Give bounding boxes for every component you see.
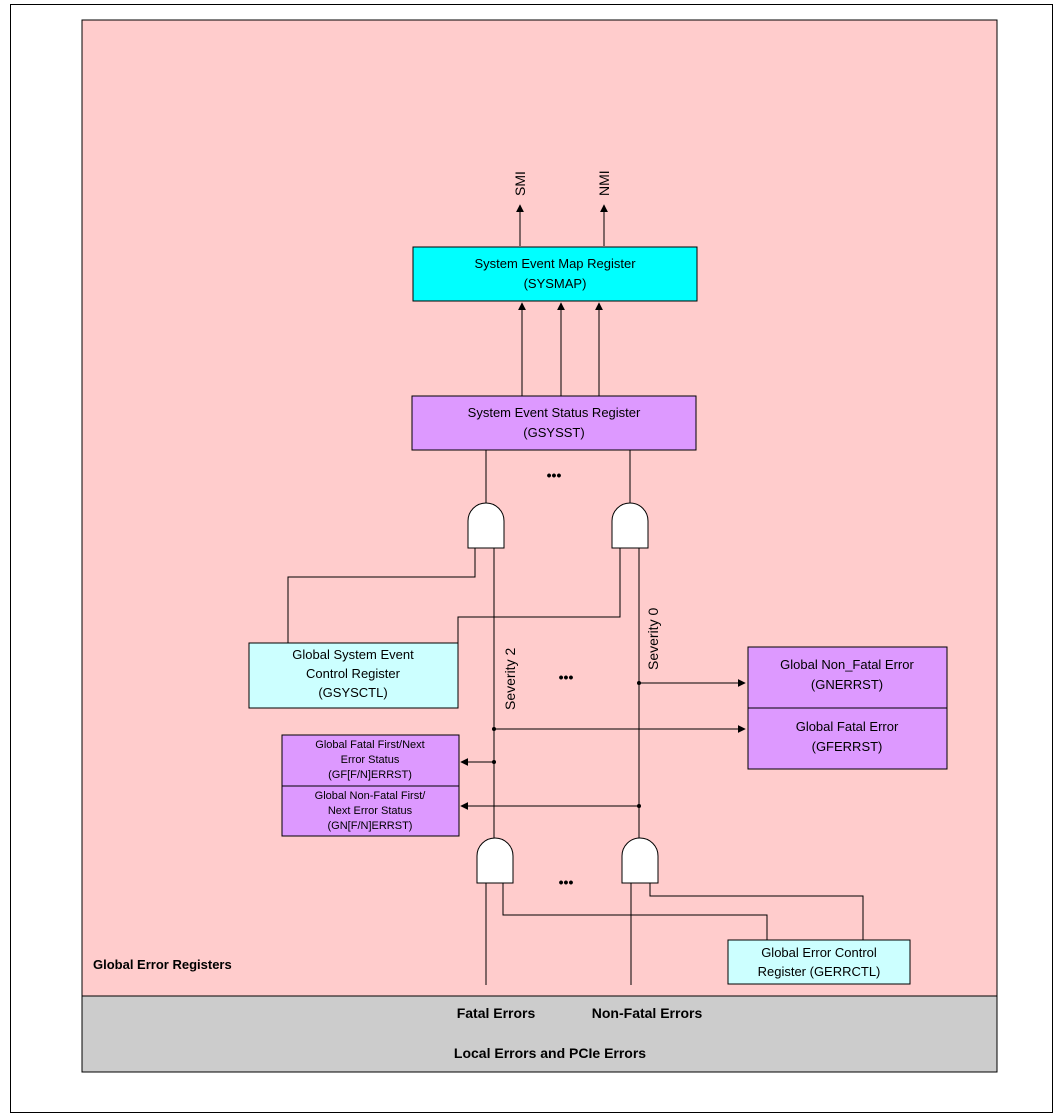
severity-2-label: Severity 2	[502, 648, 518, 710]
gsysctl-line2: Control Register	[306, 666, 401, 681]
nmi-label: NMI	[596, 170, 612, 196]
gferrst-line2: (GFERRST)	[812, 739, 883, 754]
gerrctl-box	[727, 939, 911, 985]
ellipsis-middle: •••	[559, 669, 574, 685]
global-error-registers-region	[81, 19, 998, 997]
gerrctl-line1: Global Error Control	[761, 945, 877, 960]
gn-first-next-line2: Next Error Status	[328, 805, 413, 817]
and-gate-lower-left	[476, 837, 514, 884]
gnerrst-line2: (GNERRST)	[811, 677, 883, 692]
and-gate-lower-right	[621, 837, 659, 884]
gf-first-next-box	[281, 734, 460, 787]
severity-0-label: Severity 0	[645, 608, 661, 670]
gnerrst-line1: Global Non_Fatal Error	[780, 657, 914, 672]
smi-label: SMI	[512, 171, 528, 196]
gerrctl-wire-left	[502, 883, 768, 940]
gferrst-box	[747, 707, 948, 770]
gn-first-next-box	[281, 785, 460, 837]
gsysctl-box	[248, 642, 459, 709]
non-fatal-errors-label: Non-Fatal Errors	[592, 1005, 703, 1021]
junction-dot	[492, 760, 496, 764]
gsysctl-line3: (GSYSCTL)	[318, 685, 387, 700]
ellipsis-bottom: •••	[559, 874, 574, 890]
gsysctl-wire-right	[457, 548, 621, 643]
gf-first-next-line3: (GF[F/N]ERRST)	[328, 769, 412, 781]
local-errors-region	[81, 995, 998, 1073]
junction-dot	[637, 804, 641, 808]
gferrst-line1: Global Fatal Error	[796, 719, 899, 734]
gsysst-line1: System Event Status Register	[468, 405, 641, 420]
fatal-errors-label: Fatal Errors	[457, 1005, 536, 1021]
gerrctl-line2: Register (GERRCTL)	[758, 964, 881, 979]
global-error-registers-label: Global Error Registers	[93, 957, 232, 972]
gsysst-line2: (GSYSST)	[523, 425, 584, 440]
gsysctl-wire-left	[287, 548, 476, 643]
ellipsis-top: •••	[547, 467, 562, 483]
gerrctl-wire-right	[649, 883, 864, 940]
local-errors-label: Local Errors and PCIe Errors	[454, 1045, 646, 1061]
junction-dot	[492, 727, 496, 731]
gsysctl-line1: Global System Event	[292, 647, 414, 662]
gn-first-next-line1: Global Non-Fatal First/	[315, 790, 427, 802]
sysmap-line2: (SYSMAP)	[524, 276, 587, 291]
junction-dot	[637, 681, 641, 685]
gn-first-next-line3: (GN[F/N]ERRST)	[328, 820, 413, 832]
gf-first-next-line2: Error Status	[341, 754, 400, 766]
gsysst-box	[411, 395, 697, 451]
sysmap-line1: System Event Map Register	[474, 256, 636, 271]
and-gate-upper-right	[611, 502, 649, 549]
gf-first-next-line1: Global Fatal First/Next	[315, 739, 424, 751]
and-gate-upper-left	[467, 502, 505, 549]
sysmap-box	[412, 246, 698, 302]
